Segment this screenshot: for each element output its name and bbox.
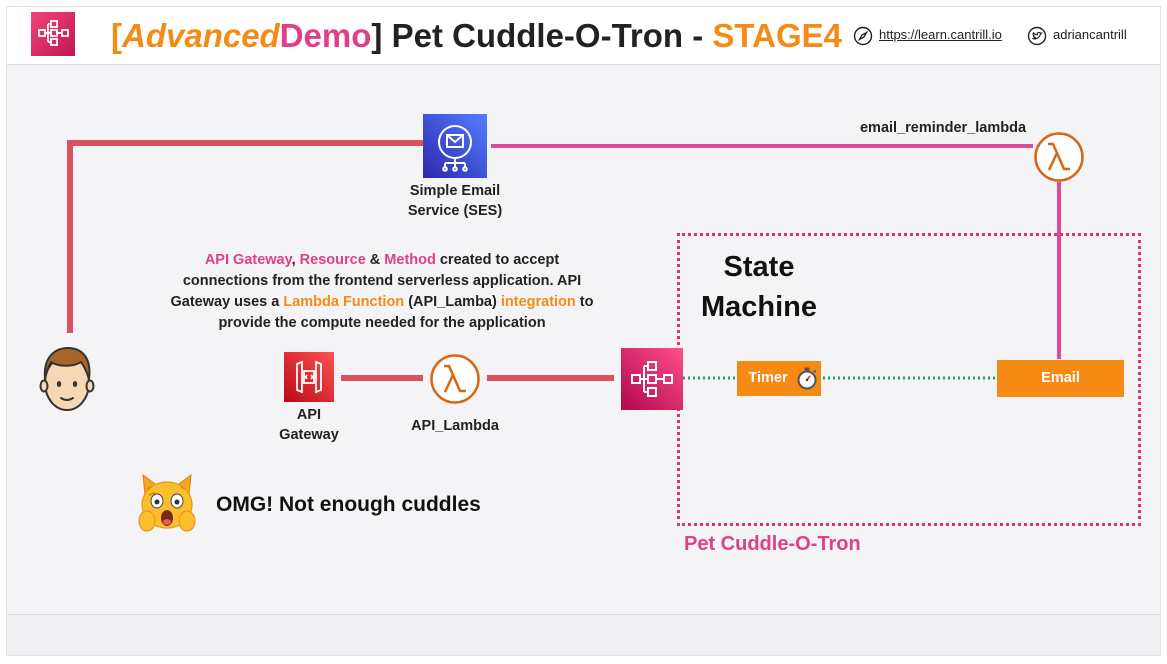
title-stage: STAGE4 (712, 17, 842, 54)
desc-lambda-function: Lambda Function (283, 294, 405, 310)
email-lambda-label: email_reminder_lambda (859, 120, 1027, 136)
timer-label: Timer (748, 370, 788, 386)
header-bar: [AdvancedDemo] Pet Cuddle-O-Tron - STAGE… (7, 7, 1160, 65)
title-main: Pet Cuddle-O-Tron - (382, 17, 713, 54)
desc-api-gateway: API Gateway (204, 252, 292, 268)
state-machine-title: State Machine (687, 247, 831, 327)
api-description: API Gateway, Resource & Method created t… (167, 250, 597, 334)
desc-text2: (API_Lamba) (404, 294, 501, 310)
lambda-icon (1033, 131, 1085, 183)
step-functions-icon (621, 348, 683, 410)
api-gateway-label: API Gateway (269, 405, 349, 445)
desc-resource: Resource (299, 252, 366, 268)
website-url[interactable]: https://learn.cantrill.io (879, 27, 1002, 42)
desc-sep2: & (365, 252, 385, 268)
step-functions-icon (31, 12, 75, 56)
state-machine-title-line2: Machine (700, 291, 818, 323)
state-machine-title-line1: State (723, 251, 795, 283)
lambda-icon (429, 353, 481, 405)
connection-wires (67, 140, 1061, 381)
user-avatar-icon (37, 343, 97, 415)
twitter-bird-icon (1027, 26, 1047, 45)
ses-label: Simple Email Service (SES) (395, 181, 515, 221)
slide: [AdvancedDemo] Pet Cuddle-O-Tron - STAGE… (6, 6, 1161, 656)
ses-label-line2: Service (SES) (407, 203, 503, 219)
twitter-link[interactable]: adriancantrill (1027, 24, 1127, 46)
email-label: Email (1041, 370, 1080, 386)
api-gateway-icon (284, 352, 334, 402)
api-gateway-label-line1: API (296, 407, 322, 423)
screaming-cat-emoji-icon (133, 473, 201, 535)
page-title: [AdvancedDemo] Pet Cuddle-O-Tron - STAGE… (111, 13, 842, 59)
pet-cuddle-o-tron-caption: Pet Cuddle-O-Tron (684, 533, 861, 555)
footer-bar (7, 614, 1160, 655)
desc-text1: created to accept connections from the f… (170, 252, 582, 310)
email-state: Email (997, 360, 1124, 397)
ses-email-icon (423, 114, 487, 178)
api-lambda-label: API_Lambda (411, 418, 499, 434)
desc-sep1: , (291, 252, 300, 268)
stopwatch-icon (796, 367, 818, 404)
title-advanced: Advanced (122, 17, 280, 54)
compass-icon (853, 26, 873, 45)
desc-integration: integration (500, 294, 576, 310)
ses-label-line1: Simple Email (409, 183, 501, 199)
website-link[interactable]: https://learn.cantrill.io (853, 24, 1002, 46)
api-gateway-label-line2: Gateway (279, 427, 339, 443)
title-bracket-close: ] (371, 17, 383, 54)
wire-user-to-ses (67, 140, 423, 333)
desc-method: Method (384, 252, 436, 268)
timer-state: Timer (737, 361, 821, 396)
desc-text3: to provide the compute needed for the ap… (218, 294, 594, 331)
twitter-handle[interactable]: adriancantrill (1053, 27, 1127, 42)
omg-caption: OMG! Not enough cuddles (216, 493, 481, 516)
title-demo: Demo (279, 17, 372, 54)
title-bracket-open: [ (111, 17, 122, 54)
